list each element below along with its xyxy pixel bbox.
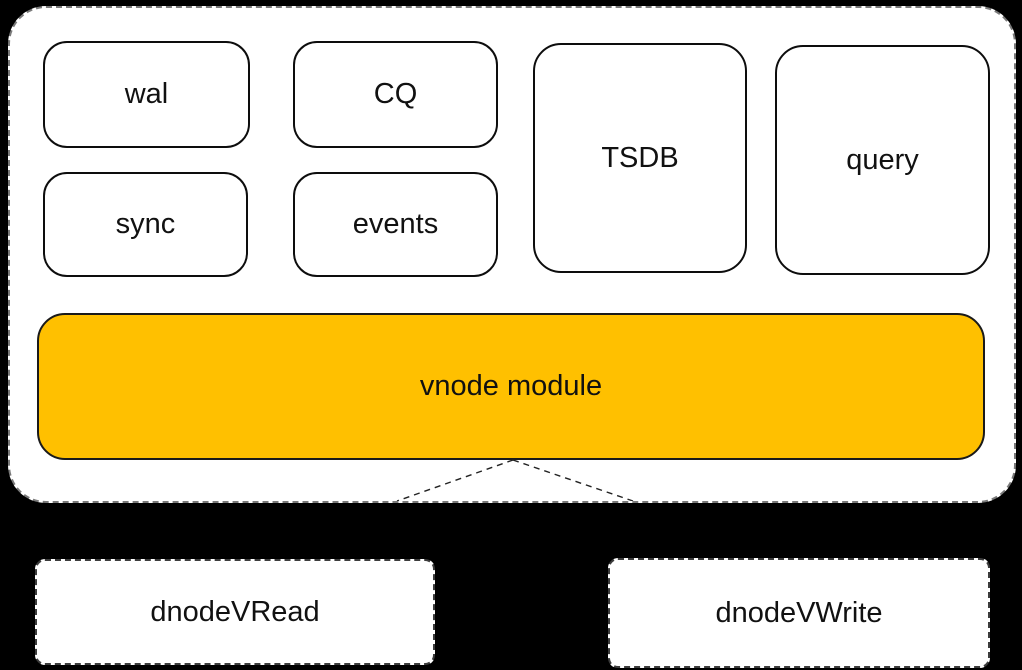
module-box-wal: wal	[43, 41, 250, 148]
dnode-vread-box: dnodeVRead	[35, 559, 435, 665]
connector-line-left	[396, 459, 514, 501]
module-label-cq: CQ	[373, 78, 418, 110]
module-box-tsdb: TSDB	[533, 43, 747, 273]
module-box-query: query	[775, 45, 990, 275]
module-box-events: events	[293, 172, 498, 277]
module-label-sync: sync	[115, 208, 176, 240]
dnode-vwrite-box: dnodeVWrite	[608, 558, 990, 668]
module-box-sync: sync	[43, 172, 248, 277]
vnode-module-box: vnode module	[37, 313, 985, 460]
module-box-cq: CQ	[293, 41, 498, 148]
module-label-events: events	[352, 208, 439, 240]
vnode-group-container: wal CQ sync events TSDB query vnode modu…	[8, 6, 1016, 503]
module-label-tsdb: TSDB	[601, 141, 679, 174]
module-label-wal: wal	[124, 78, 169, 110]
module-label-query: query	[846, 143, 919, 176]
dnode-vread-label: dnodeVRead	[150, 595, 320, 628]
connector-line-right	[512, 459, 634, 501]
vnode-module-label: vnode module	[419, 370, 603, 402]
dnode-vwrite-label: dnodeVWrite	[715, 596, 883, 629]
